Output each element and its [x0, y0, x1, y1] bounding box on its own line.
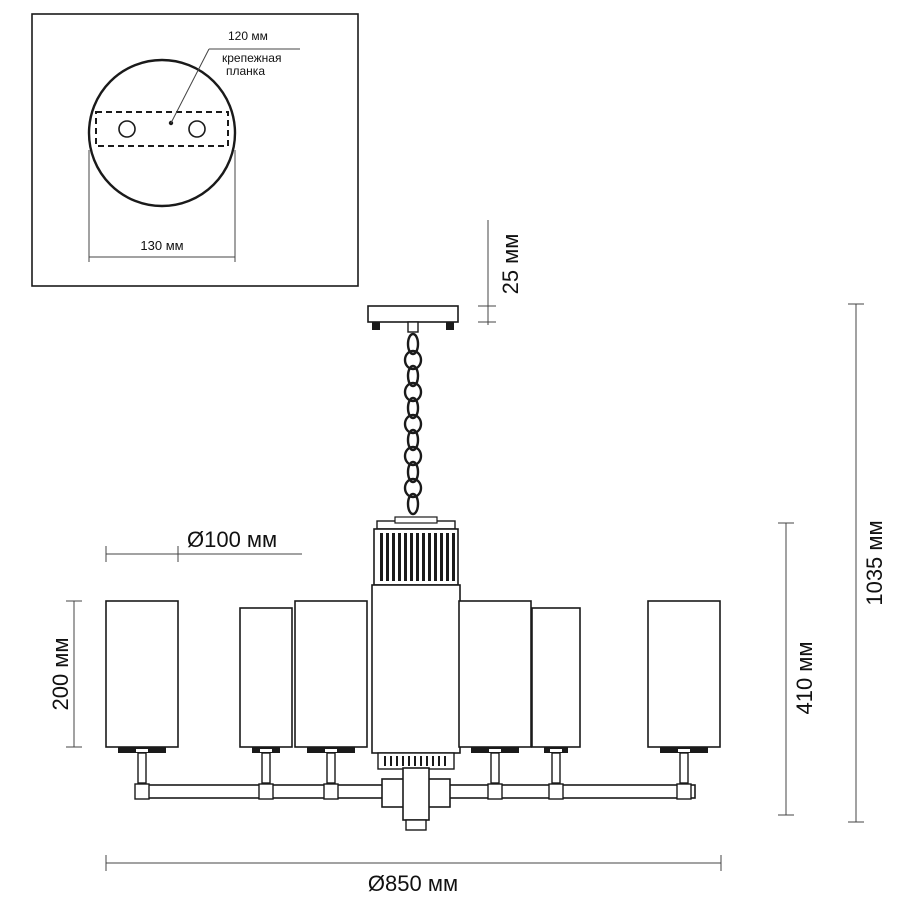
dimension-lines: 25 мм Ø100 мм 200 мм 410 мм 1035 мм Ø850…: [48, 220, 887, 896]
lamp-shade: [294, 600, 368, 748]
canopy-diameter-label: 130 мм: [140, 238, 183, 253]
crystal-rods: [380, 533, 455, 581]
bracket-label-line2: планка: [226, 64, 265, 78]
arm-joint: [258, 783, 274, 800]
shade-height-label: 200 мм: [48, 637, 73, 710]
crystal-rod: [380, 533, 383, 581]
chain-link: [406, 460, 420, 484]
shade-diameter-label: Ø100 мм: [187, 527, 277, 552]
chain-link: [406, 396, 420, 420]
mount-spacing-label: 120 мм: [228, 29, 268, 43]
shade-holder-highlight: [489, 749, 501, 752]
crystal-rod: [432, 756, 434, 766]
canopy-screw-left: [372, 322, 380, 330]
mounting-hole-right: [188, 120, 206, 138]
overall-diameter-label: Ø850 мм: [368, 871, 458, 896]
arm-joint: [487, 783, 503, 800]
crystal-rod: [422, 533, 425, 581]
arm-joint: [548, 783, 564, 800]
crystal-rod: [398, 533, 401, 581]
lamp-shade: [239, 607, 293, 748]
chain-link: [406, 492, 420, 516]
crystal-rod: [438, 756, 440, 766]
crystal-rod: [392, 533, 395, 581]
chandelier: [105, 305, 721, 831]
crystal-rod: [452, 533, 455, 581]
shade-holder-highlight: [325, 749, 337, 752]
crystal-rod: [428, 533, 431, 581]
socket-stem: [137, 752, 147, 784]
shade-holder-highlight: [678, 749, 690, 752]
bracket-label-line1: крепежная: [222, 51, 281, 65]
total-height-label: 1035 мм: [862, 520, 887, 605]
shade-holder-highlight: [260, 749, 272, 752]
shade-holder-highlight: [136, 749, 148, 752]
crystal-rod: [416, 533, 419, 581]
socket-stem: [679, 752, 689, 784]
lamp-shade: [105, 600, 179, 748]
crystal-rod: [396, 756, 398, 766]
lower-crystal-rods: [384, 756, 446, 766]
crystal-rod: [404, 533, 407, 581]
hub-bottom-finial: [405, 819, 427, 831]
mounting-hole-left: [118, 120, 136, 138]
central-column-body: [371, 584, 461, 754]
crystal-rod: [426, 756, 428, 766]
lamp-shade: [531, 607, 581, 748]
socket-stem: [551, 752, 561, 784]
arm-joint: [676, 783, 692, 800]
bracket-leader-line: [170, 48, 210, 124]
crystal-rod: [390, 756, 392, 766]
inset-frame: [31, 13, 359, 287]
crystal-rod: [414, 756, 416, 766]
crystal-rod: [420, 756, 422, 766]
arm-joint: [134, 783, 150, 800]
mounting-bracket-outline: [95, 111, 229, 147]
crystal-rod: [434, 533, 437, 581]
chain-link: [403, 381, 423, 403]
canopy-hook: [407, 321, 419, 333]
lamp-shade: [647, 600, 721, 748]
chain-link: [406, 332, 420, 356]
suspension-chain: [403, 332, 423, 516]
socket-stem: [326, 752, 336, 784]
crystal-rod: [386, 533, 389, 581]
chain-link: [403, 477, 423, 499]
column-chain-link: [394, 516, 438, 524]
crystal-rod: [440, 533, 443, 581]
canopy-screw-right: [446, 322, 454, 330]
crystal-rod: [402, 756, 404, 766]
body-height-label: 410 мм: [792, 641, 817, 714]
crystal-rod: [384, 756, 386, 766]
canopy-detail-inset: 120 мм крепежная планка 130 мм: [31, 13, 359, 287]
ceiling-canopy: [367, 305, 459, 323]
crystal-rod: [446, 533, 449, 581]
arm-joint: [323, 783, 339, 800]
chain-link: [403, 445, 423, 467]
chain-link: [406, 364, 420, 388]
socket-stem: [490, 752, 500, 784]
chain-link: [403, 349, 423, 371]
shade-holder-highlight: [550, 749, 562, 752]
canopy-plate-circle: [87, 58, 237, 208]
chain-link: [406, 428, 420, 452]
hub-core: [402, 767, 430, 821]
chain-link: [403, 413, 423, 435]
crystal-rod: [410, 533, 413, 581]
canopy-height-label: 25 мм: [498, 234, 523, 295]
lamp-shades: [105, 600, 721, 800]
crystal-rod: [408, 756, 410, 766]
socket-stem: [261, 752, 271, 784]
lamp-shade: [458, 600, 532, 748]
crystal-rod: [444, 756, 446, 766]
